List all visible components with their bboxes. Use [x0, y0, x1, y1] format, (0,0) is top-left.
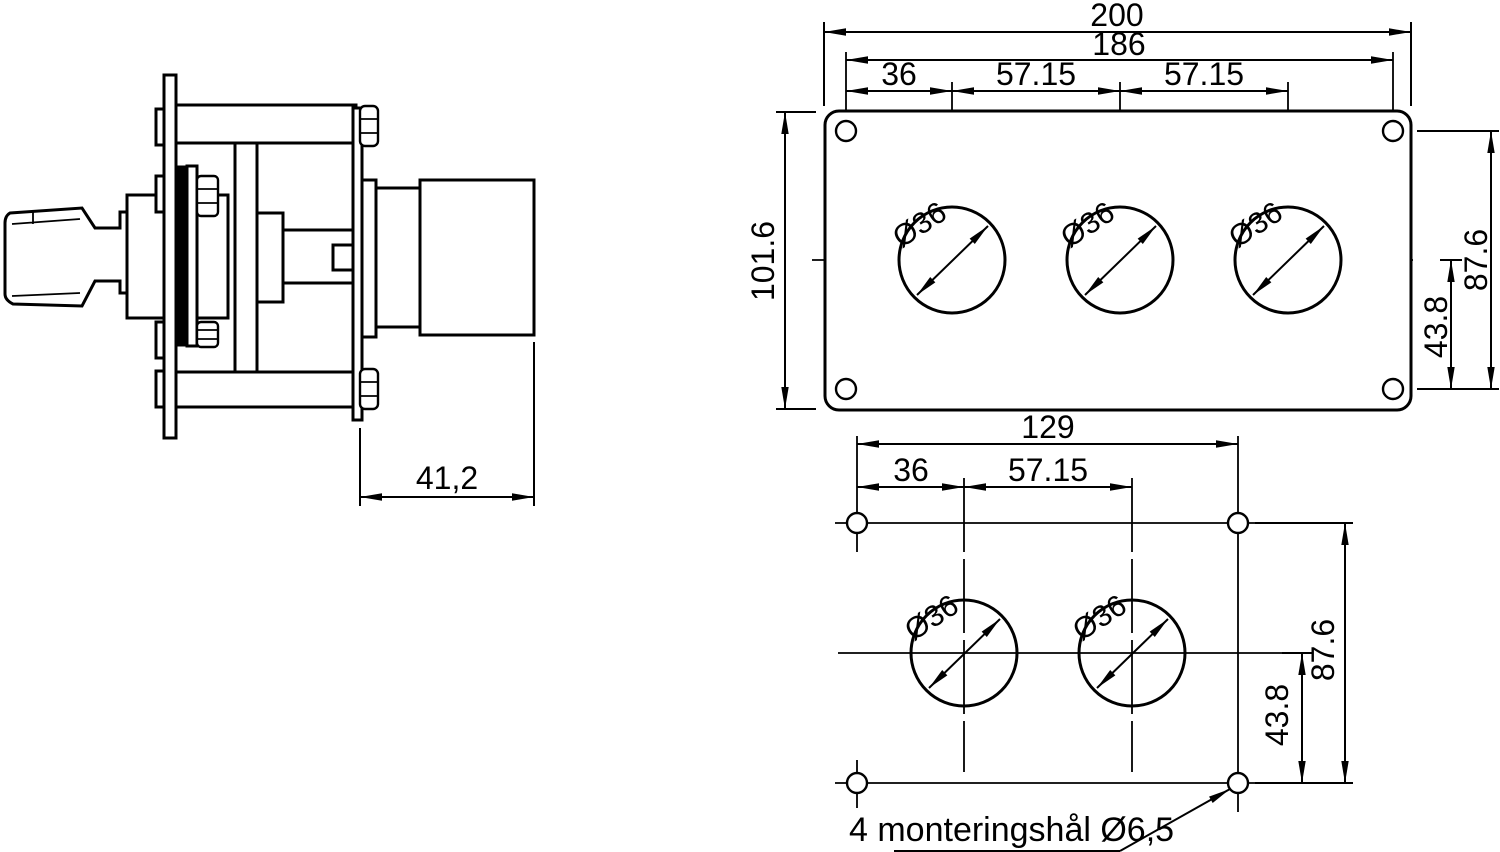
- dim-knob-depth: 41,2: [359, 342, 535, 506]
- svg-text:36: 36: [893, 452, 929, 488]
- switch-hole-1: [909, 598, 1019, 708]
- center-bar: [233, 141, 259, 374]
- knob-hub: [360, 178, 378, 339]
- mounting-hole: [1381, 377, 1405, 401]
- plate-tab-1: [154, 107, 166, 147]
- switch-hole-3: [1233, 205, 1343, 315]
- svg-text:36: 36: [881, 56, 917, 92]
- bolt-nut-bottom-right: [358, 367, 380, 411]
- gasket-seal: [175, 165, 188, 347]
- switch-hole-1: [897, 205, 1007, 315]
- dim-hole-spacing-chain: 36 57.15 57.15: [846, 56, 1288, 95]
- front-view-3gang: Ø36 Ø36 Ø36 200 186 36 57.15 57.15 101.6: [745, 0, 1499, 412]
- dim-center-to-mount-hole: 43.8: [1418, 259, 1462, 389]
- dim-center-to-mount-hole: 43.8: [1259, 652, 1312, 783]
- svg-text:43.8: 43.8: [1259, 684, 1295, 746]
- svg-text:200: 200: [1090, 0, 1143, 33]
- centerlines-rows: [835, 436, 1290, 812]
- svg-text:101.6: 101.6: [745, 221, 781, 301]
- diameter-arrow: [928, 618, 1001, 689]
- shaft-coupling: [331, 243, 356, 272]
- note-leader-arrow: [1119, 788, 1231, 852]
- plate-tab-2: [154, 174, 166, 214]
- mounting-hole: [834, 119, 858, 143]
- svg-text:57.15: 57.15: [1164, 56, 1244, 92]
- diameter-arrow: [1096, 618, 1169, 689]
- dim-mount-hole-height: 87.6: [1417, 130, 1499, 390]
- panel-outline: [823, 109, 1413, 412]
- dim-knob-depth-label: 41,2: [416, 460, 478, 496]
- svg-text:87.6: 87.6: [1458, 229, 1494, 291]
- dim-hole-spacing-chain: 36 57.15: [857, 452, 1132, 491]
- clamp-nut-bottom: [195, 320, 220, 349]
- svg-text:87.6: 87.6: [1305, 619, 1341, 681]
- switch-hole-2: [1065, 205, 1175, 315]
- svg-text:43.8: 43.8: [1418, 296, 1454, 358]
- handle-lever: [3, 206, 129, 308]
- diameter-arrow: [916, 225, 989, 296]
- washer-plate: [185, 164, 199, 348]
- mounting-hole: [845, 771, 869, 795]
- hole-diameter-label: Ø36: [1067, 589, 1133, 648]
- switch-hole-2: [1077, 598, 1187, 708]
- panel-plate: [162, 73, 178, 440]
- mounting-hole: [845, 511, 869, 535]
- clamp-nut-top: [195, 174, 220, 218]
- svg-text:129: 129: [1021, 409, 1074, 445]
- knob: [418, 178, 536, 337]
- plate-tab-3: [154, 320, 166, 360]
- shaft-lines: [283, 228, 353, 285]
- dim-overall-width: 200: [823, 0, 1412, 106]
- mounting-hole-note: 4 monteringshål Ø6,5: [849, 788, 1231, 852]
- diameter-arrow: [1252, 225, 1325, 296]
- bolt-nut-top-right: [358, 104, 380, 148]
- dim-mount-hole-width: 129: [857, 409, 1238, 448]
- knob-collar: [374, 186, 422, 329]
- mounting-hole-note-label: 4 monteringshål Ø6,5: [849, 811, 1174, 849]
- mounting-hole: [1226, 771, 1250, 795]
- mounting-hole: [1381, 119, 1405, 143]
- svg-text:57.15: 57.15: [996, 56, 1076, 92]
- front-view-2gang: Ø36 Ø36 129 36 57.15 87.6 43.8 4 monteri…: [835, 409, 1353, 852]
- diameter-arrow: [1084, 225, 1157, 296]
- top-rail: [174, 103, 358, 145]
- plate-tab-4: [154, 369, 166, 409]
- svg-text:57.15: 57.15: [1008, 452, 1088, 488]
- side-view: 41,2: [3, 73, 536, 506]
- svg-text:186: 186: [1092, 26, 1145, 62]
- dim-mount-hole-height: 87.6: [1255, 522, 1353, 784]
- mounting-hole: [1226, 511, 1250, 535]
- hole-diameter-label: Ø36: [899, 589, 965, 648]
- dim-overall-height: 101.6: [745, 111, 816, 410]
- rotor-block: [255, 211, 285, 304]
- bottom-rail: [174, 370, 358, 409]
- dim-mount-hole-width: 186: [846, 26, 1393, 64]
- mounting-hole: [834, 377, 858, 401]
